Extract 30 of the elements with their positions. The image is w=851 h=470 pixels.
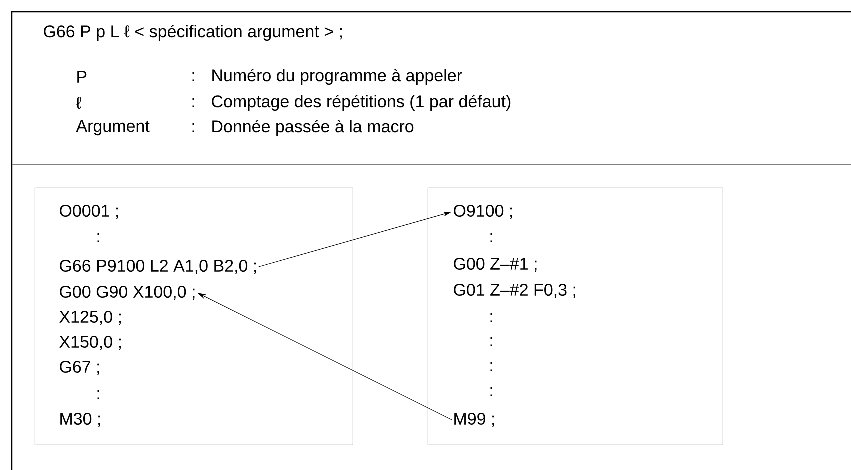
parameter-text: ℓ xyxy=(76,96,82,110)
code-line: O0001 ; xyxy=(60,204,118,220)
code-line: : xyxy=(98,390,100,400)
code-line: : xyxy=(490,314,492,322)
program-box xyxy=(428,188,724,446)
parameter-text: Numéro du programme à appeler xyxy=(212,68,462,86)
code-line: : xyxy=(490,388,492,396)
code-line: G01 Z–#2 F0,3 ; xyxy=(454,284,576,298)
code-line: X150,0 ; xyxy=(60,336,121,350)
code-line: : xyxy=(490,234,492,242)
code-line: G67 ; xyxy=(60,360,100,376)
code-line: M99 ; xyxy=(454,412,494,428)
parameter-text: : xyxy=(192,124,194,132)
parameter-text: : xyxy=(192,72,194,82)
parameter-text: Argument xyxy=(76,120,150,136)
parameter-text: Donnée passée à la macro xyxy=(212,120,414,136)
code-line: O9100 ; xyxy=(454,204,512,220)
syntax-line: G66 P p L ℓ < spécification argument > ; xyxy=(44,24,342,42)
code-line: : xyxy=(490,338,492,346)
code-line: G66 P9100 L2 A1,0 B2,0 ; xyxy=(60,260,256,274)
code-line: : xyxy=(490,362,492,372)
code-line: G00 G90 X100,0 ; xyxy=(60,286,195,300)
parameter-text: : xyxy=(192,98,194,108)
code-line: G00 Z–#1 ; xyxy=(454,258,537,272)
program-box xyxy=(35,188,354,446)
parameter-text: P xyxy=(78,71,87,83)
code-line: X125,0 ; xyxy=(60,310,121,326)
code-line: : xyxy=(98,234,100,242)
parameter-text: Comptage des répétitions (1 par défaut) xyxy=(212,94,511,112)
code-line: M30 ; xyxy=(60,412,100,428)
